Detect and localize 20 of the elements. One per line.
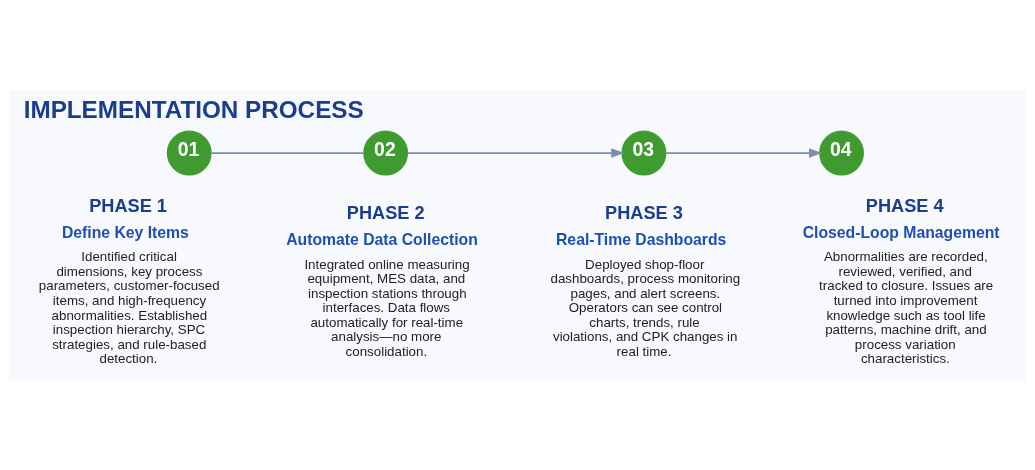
node-label: Closed-Loop Management <box>802 223 1000 241</box>
node-label: PHASE 4 <box>865 195 944 216</box>
arrow <box>406 147 625 158</box>
node-circle: 03 <box>621 130 667 175</box>
arrow <box>665 147 823 158</box>
node-label: Abnormalities are recorded, reviewed, verified, and tracked to closure. Issues are turned into improvement knowledge such as tool life patterns, machine drift, and process variation characteristics. <box>819 248 994 366</box>
node-label: PHASE 2 <box>346 202 425 223</box>
node-label: PHASE 1 <box>89 195 167 216</box>
diagram-title: IMPLEMENTATION PROCESS <box>23 95 364 123</box>
node-label: Automate Data Collection <box>286 230 478 248</box>
connector <box>210 151 365 154</box>
node-label: Deployed shop-floor dashboards, process monitoring pages, and alert screens. Operators can see control charts, trends, rule violations, and CPK changes in real time. <box>550 256 741 359</box>
node-label: Real-Time Dashboards <box>556 230 727 248</box>
node-label: Identified critical dimensions, key process parameters, customer-focused items, and high-frequency abnormalities. Established inspection hierarchy, SPC strategies, and rule-based detection. <box>38 248 220 366</box>
node-label: Define Key Items <box>61 223 189 241</box>
node-label: PHASE 3 <box>605 202 683 223</box>
node-label: Integrated online measuring equipment, MES data, and inspection stations through interfaces. Data flows automatically for real-time analysis—no more consolidation. <box>304 256 470 359</box>
node-circle: 02 <box>363 130 409 175</box>
node-circle: 01 <box>166 130 212 175</box>
node-circle: 04 <box>819 130 864 175</box>
